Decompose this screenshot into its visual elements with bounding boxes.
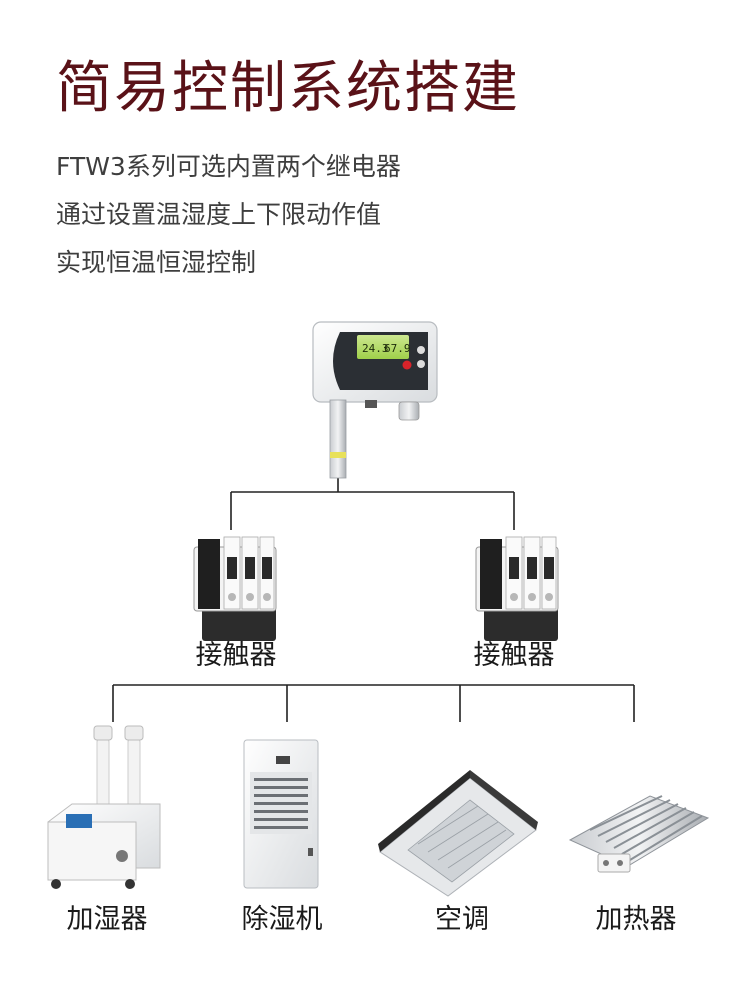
description-line-1: FTW3系列可选内置两个继电器	[56, 152, 401, 181]
transmitter-device	[312, 321, 438, 479]
dehumidifier-label: 除湿机	[241, 904, 323, 935]
heater-image	[568, 795, 710, 873]
contactor-base	[202, 603, 276, 641]
air-conditioner-label: 空调	[435, 904, 489, 935]
transmitter-bolt	[365, 400, 377, 408]
humidifier-label: 加湿器	[66, 904, 148, 935]
contactor-2-image	[475, 536, 559, 641]
connector-lines	[112, 478, 635, 722]
transmitter-probe-band	[330, 452, 346, 458]
humidifier-image	[47, 725, 161, 889]
contactor-2-label: 接触器	[473, 640, 555, 671]
description-line-2: 通过设置温湿度上下限动作值	[56, 200, 382, 229]
humidifier-screen	[66, 814, 92, 828]
heater-terminal	[597, 853, 631, 873]
transmitter-lcd	[357, 335, 409, 359]
lcd-humi-value: 67.9	[384, 342, 411, 355]
contactor-1-image	[193, 536, 277, 641]
heater-label: 加热器	[595, 904, 677, 935]
air-conditioner-image	[378, 770, 538, 897]
transmitter-probe	[329, 399, 347, 479]
contactor-base	[484, 603, 558, 641]
page-title: 简易控制系统搭建	[56, 56, 520, 121]
dehumidifier-image	[243, 739, 319, 889]
contactor-1-label: 接触器	[195, 640, 277, 671]
dehumidifier-panel	[276, 756, 290, 764]
transmitter-button-icon	[417, 346, 425, 354]
transmitter-cable-gland	[398, 401, 420, 421]
description-line-3: 实现恒温恒湿控制	[56, 248, 257, 277]
transmitter-red-button-icon	[402, 360, 412, 370]
lcd-temp-value: 24.3	[362, 342, 389, 355]
transmitter-button-icon	[417, 360, 425, 368]
